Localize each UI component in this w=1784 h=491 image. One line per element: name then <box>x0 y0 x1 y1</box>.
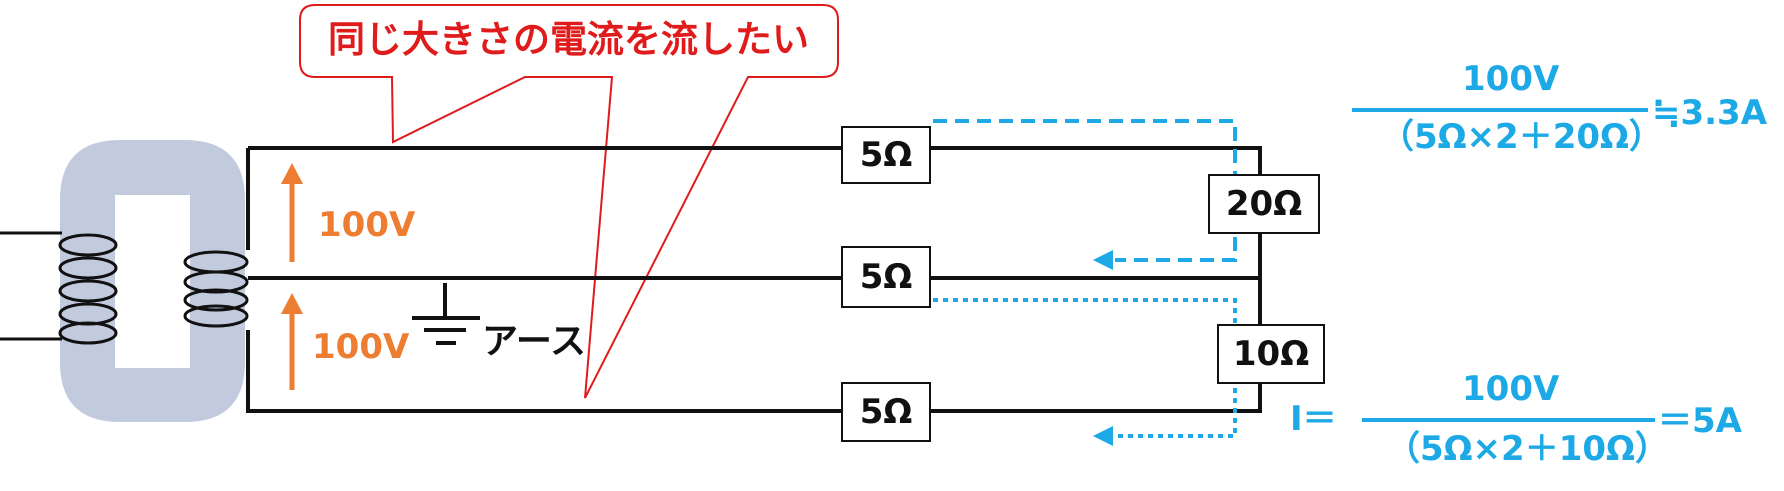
formula-lower-prefix: I＝ <box>1290 399 1337 439</box>
current-path-dashed <box>933 119 1237 262</box>
current-arrow-dashed-head <box>1093 250 1113 270</box>
formula-upper-denominator: （5Ω×2＋20Ω） <box>1380 117 1663 157</box>
resistor-top: 5Ω <box>841 126 931 184</box>
formula-lower-numerator: 100V <box>1462 369 1560 409</box>
voltage-label-lower: 100V <box>312 327 410 367</box>
voltage-arrow-upper <box>281 163 303 262</box>
current-arrow-dotted-head <box>1093 426 1113 446</box>
formula-lower-result: ＝5A <box>1658 401 1742 441</box>
resistor-right-upper: 20Ω <box>1208 174 1320 234</box>
primary-winding <box>0 231 118 345</box>
earth-label: アース <box>482 321 587 362</box>
callout-text: 同じ大きさの電流を流したい <box>328 18 809 61</box>
earth-symbol <box>412 283 480 345</box>
voltage-arrow-lower <box>281 293 303 390</box>
formula-lower-denominator: （5Ω×2＋10Ω） <box>1386 429 1669 469</box>
voltage-label-upper: 100V <box>318 205 416 245</box>
resistor-bottom: 5Ω <box>841 382 931 442</box>
transformer-core <box>60 140 245 422</box>
formula-upper-result: ≒3.3A <box>1652 93 1768 133</box>
wires <box>246 146 1262 413</box>
secondary-winding <box>183 250 249 328</box>
callout-bubble <box>299 4 839 399</box>
resistor-right-lower: 10Ω <box>1217 324 1325 384</box>
resistor-middle: 5Ω <box>841 246 931 308</box>
formula-upper-numerator: 100V <box>1462 59 1560 99</box>
current-path-dotted <box>933 298 1237 438</box>
